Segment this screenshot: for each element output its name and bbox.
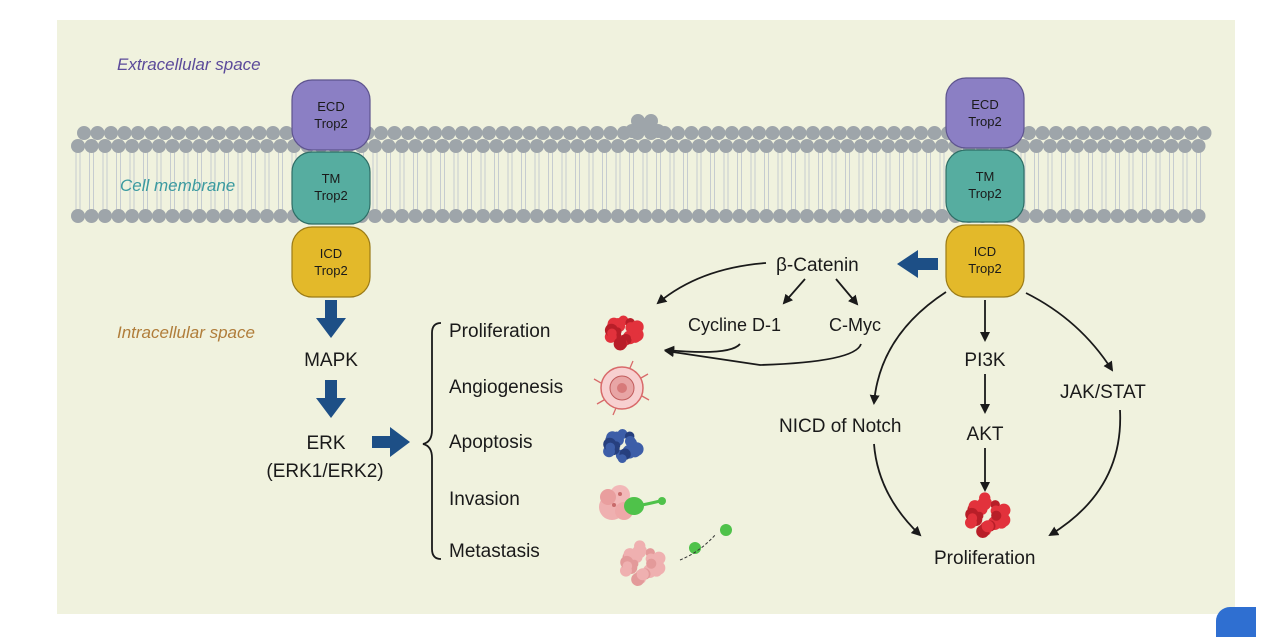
intracellular-label: Intracellular space <box>117 323 255 342</box>
proliferation-right-label: Proliferation <box>934 548 1035 569</box>
membrane-label: Cell membrane <box>120 176 235 195</box>
pi3k-label: PI3K <box>964 350 1006 371</box>
outcome-proliferation: Proliferation <box>449 321 550 342</box>
block-arrow-erk-to-outcomes <box>372 427 410 457</box>
metastasis-cells-icon <box>620 524 732 586</box>
icd-trop2-left <box>291 226 371 298</box>
block-arrow-icd-to-catenin <box>897 250 938 278</box>
mapk-label: MAPK <box>304 350 358 371</box>
arrow-notch-to-proliferation <box>873 443 922 537</box>
trop2-receptor-right: ECD Trop2 TM Trop2 ICD Trop2 <box>945 77 1025 298</box>
tm-trop2-right <box>945 149 1025 223</box>
tm-left-line1: TM <box>322 171 341 186</box>
notch-label: NICD of Notch <box>779 416 901 437</box>
red-cell-cluster-icon-right <box>965 492 1011 538</box>
icd-right-line2: Trop2 <box>968 261 1001 276</box>
tm-trop2-left <box>291 151 371 225</box>
vessel-cell-icon <box>593 360 650 416</box>
block-arrow-icd-to-mapk <box>316 300 346 338</box>
block-arrow-mapk-to-erk <box>316 380 346 418</box>
arrow-icd-to-notch <box>869 291 947 405</box>
arrow-catenin-to-cycline <box>782 278 806 305</box>
outcomes-brace <box>422 322 442 560</box>
corner-widget[interactable] <box>1216 607 1256 637</box>
ecd-trop2-left <box>291 79 371 151</box>
diagram-background <box>57 20 1235 614</box>
jakstat-label: JAK/STAT <box>1060 382 1146 403</box>
outcome-metastasis: Metastasis <box>449 541 540 562</box>
icd-left-line1: ICD <box>320 246 342 261</box>
arrow-catenin-to-proliferation <box>656 262 767 305</box>
left-pathway-arrows <box>316 250 938 457</box>
ecd-right-line2: Trop2 <box>968 114 1001 129</box>
arrow-cmyc-to-proliferation <box>664 343 862 366</box>
cycline-label: Cycline D-1 <box>688 315 781 335</box>
erk-sub-label: (ERK1/ERK2) <box>266 461 383 482</box>
icd-left-line2: Trop2 <box>314 263 347 278</box>
trop2-receptor-left: ECD Trop2 TM Trop2 ICD Trop2 <box>291 79 371 298</box>
ecd-left-line1: ECD <box>317 99 344 114</box>
arrow-icd-to-jakstat <box>1025 292 1114 372</box>
apoptotic-cell-icon <box>603 428 644 463</box>
arrow-jakstat-to-proliferation <box>1048 409 1122 537</box>
outcome-invasion: Invasion <box>449 489 520 510</box>
icd-trop2-right <box>945 224 1025 298</box>
right-pathway-arrows <box>656 262 1122 537</box>
icd-right-line1: ICD <box>974 244 996 259</box>
tm-right-line1: TM <box>976 169 995 184</box>
ecd-trop2-right <box>945 77 1025 149</box>
tm-right-line2: Trop2 <box>968 186 1001 201</box>
outcome-angiogenesis: Angiogenesis <box>449 377 563 398</box>
outcome-apoptosis: Apoptosis <box>449 432 532 453</box>
catenin-label: β-Catenin <box>776 255 859 276</box>
invading-cell-icon <box>599 485 666 520</box>
arrow-catenin-to-cmyc <box>835 278 859 306</box>
akt-label: AKT <box>967 424 1004 445</box>
arrow-cyclin-to-proliferation <box>664 343 741 356</box>
extracellular-label: Extracellular space <box>117 55 261 74</box>
outcome-list: Proliferation Angiogenesis Apoptosis Inv… <box>449 321 563 562</box>
cmyc-label: C-Myc <box>829 315 881 335</box>
tm-left-line2: Trop2 <box>314 188 347 203</box>
red-cell-cluster-icon <box>604 315 644 351</box>
ecd-right-line1: ECD <box>971 97 998 112</box>
erk-label: ERK <box>306 433 345 454</box>
ecd-left-line2: Trop2 <box>314 116 347 131</box>
